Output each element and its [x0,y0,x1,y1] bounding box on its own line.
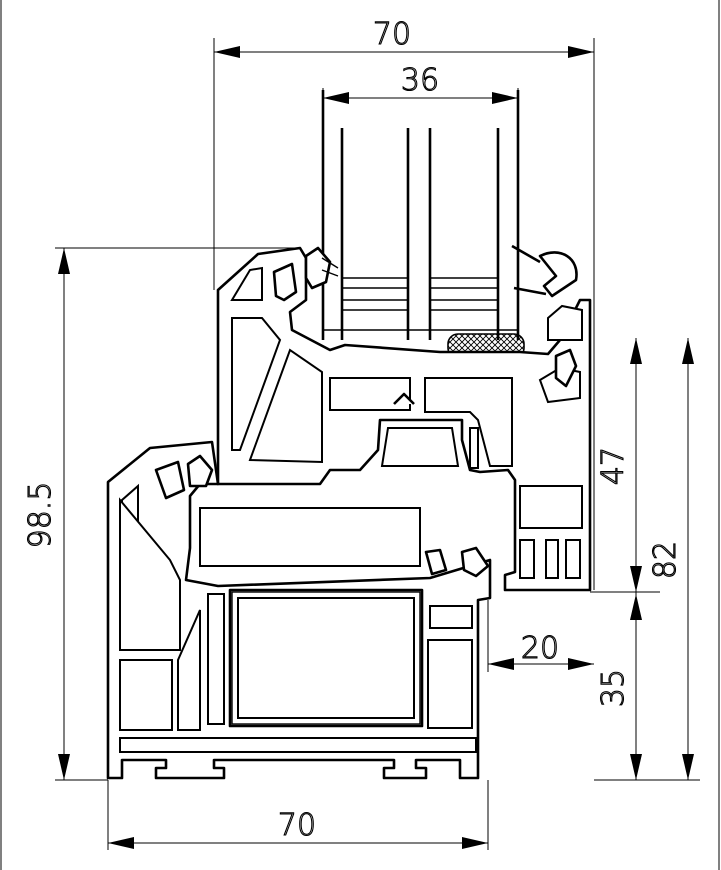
dim-sash-height-label: 47 [596,447,631,485]
dimension-lines [55,38,700,850]
dim-overlap-label: 20 [521,631,559,666]
dim-total-height-label: 82 [648,541,683,579]
dim-frame-lower-height-label: 35 [596,669,631,707]
dim-frame-width-label: 70 [278,808,316,843]
dim-glass-thickness-label: 36 [401,63,439,98]
sash-profile [216,244,592,592]
dim-sash-width-label: 70 [373,17,411,52]
glazing-unit [321,90,525,359]
frame-profile [106,440,492,780]
dim-frame-height-label: 98.5 [23,482,58,549]
